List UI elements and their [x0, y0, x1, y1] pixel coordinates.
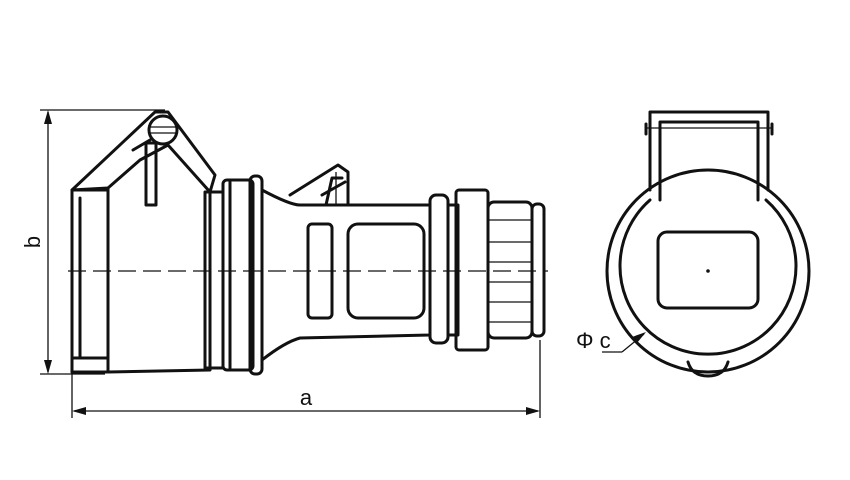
dimension-a-label: a	[300, 385, 313, 410]
socket-face	[70, 188, 110, 374]
lid-outline	[648, 110, 770, 192]
inner-ring	[618, 198, 798, 356]
latch-tab	[686, 360, 730, 378]
dimension-b: b	[20, 109, 165, 375]
body-housing	[106, 163, 432, 376]
dimension-a: a	[71, 340, 541, 418]
center-dot	[706, 269, 710, 273]
outer-ring	[605, 168, 811, 374]
dimension-c-label: Φ c	[576, 328, 611, 353]
cable-gland	[428, 188, 546, 352]
face-window	[656, 230, 760, 310]
dimension-b-label: b	[20, 236, 45, 248]
side-view	[68, 110, 548, 376]
front-view	[605, 110, 811, 378]
dimension-c: Φ c	[576, 328, 646, 353]
